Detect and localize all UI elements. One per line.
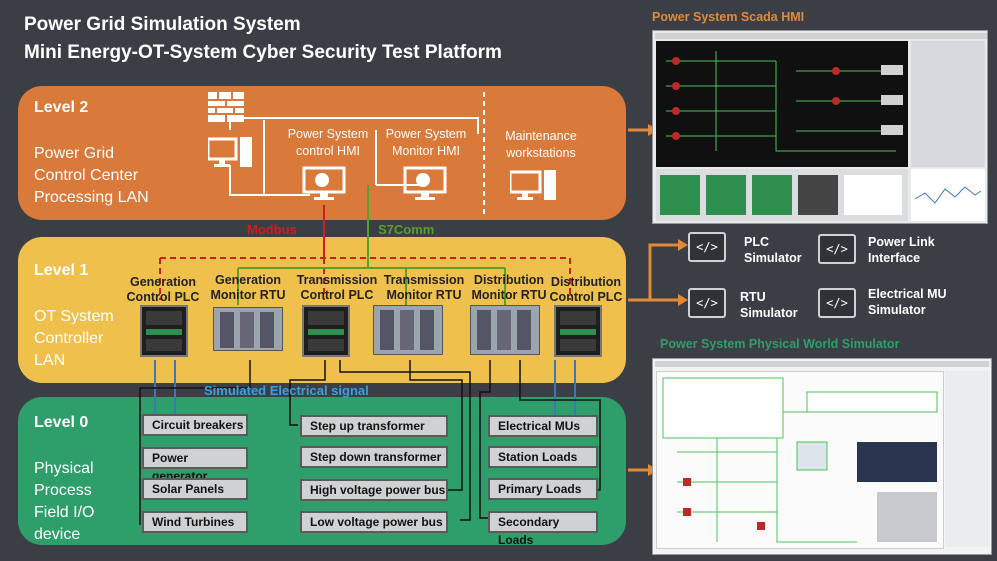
scada-panel-title: Power System Scada HMI	[652, 10, 805, 24]
hmi-control-icon	[302, 166, 346, 202]
io-station-loads: Station Loads	[488, 446, 598, 468]
io-wind-turbines: Wind Turbines	[142, 511, 248, 533]
io-power-generator: Power generator	[142, 447, 248, 483]
io-low-voltage-bus: Low voltage power bus	[300, 511, 448, 533]
rtu-device-gen	[213, 307, 283, 351]
io-step-down-transformer: Step down transformer	[300, 446, 448, 468]
io-secondary-loads: Secondary Loads	[488, 511, 598, 547]
scada-screenshot	[652, 30, 988, 224]
level1-title: Level 1	[34, 262, 89, 279]
plc-device-trans	[302, 305, 350, 357]
s7comm-label: S7Comm	[378, 222, 435, 237]
plc-device-gen	[140, 305, 188, 357]
code-icon: </>	[818, 288, 856, 318]
io-solar-panels: Solar Panels	[142, 478, 248, 500]
physical-panel-title: Power System Physical World Simulator	[660, 337, 900, 351]
rtu-device-trans	[373, 305, 443, 355]
io-step-up-transformer: Step up transformer	[300, 415, 448, 437]
modbus-label: Modbus	[247, 222, 297, 237]
plc-device-dist	[554, 305, 602, 357]
header-subtitle: Mini Energy-OT-System Cyber Security Tes…	[24, 42, 502, 63]
header-title: Power Grid Simulation System	[24, 14, 301, 35]
io-electrical-mus: Electrical MUs	[488, 415, 598, 437]
firewall-icon	[208, 92, 244, 122]
io-high-voltage-bus: High voltage power bus	[300, 479, 448, 501]
workstation-icon	[508, 168, 560, 204]
level0-title: Level 0	[34, 414, 89, 431]
code-icon: </>	[688, 232, 726, 262]
signal-label: Simulated Electrical signal	[204, 383, 369, 398]
hmi-monitor-icon	[403, 166, 447, 202]
io-primary-loads: Primary Loads	[488, 478, 598, 500]
code-icon: </>	[818, 234, 856, 264]
computer-icon	[206, 135, 254, 171]
io-circuit-breakers: Circuit breakers	[142, 414, 248, 436]
level2-title: Level 2	[34, 99, 89, 116]
rtu-device-dist	[470, 305, 540, 355]
code-icon: </>	[688, 288, 726, 318]
physical-simulator-screenshot	[652, 358, 992, 555]
